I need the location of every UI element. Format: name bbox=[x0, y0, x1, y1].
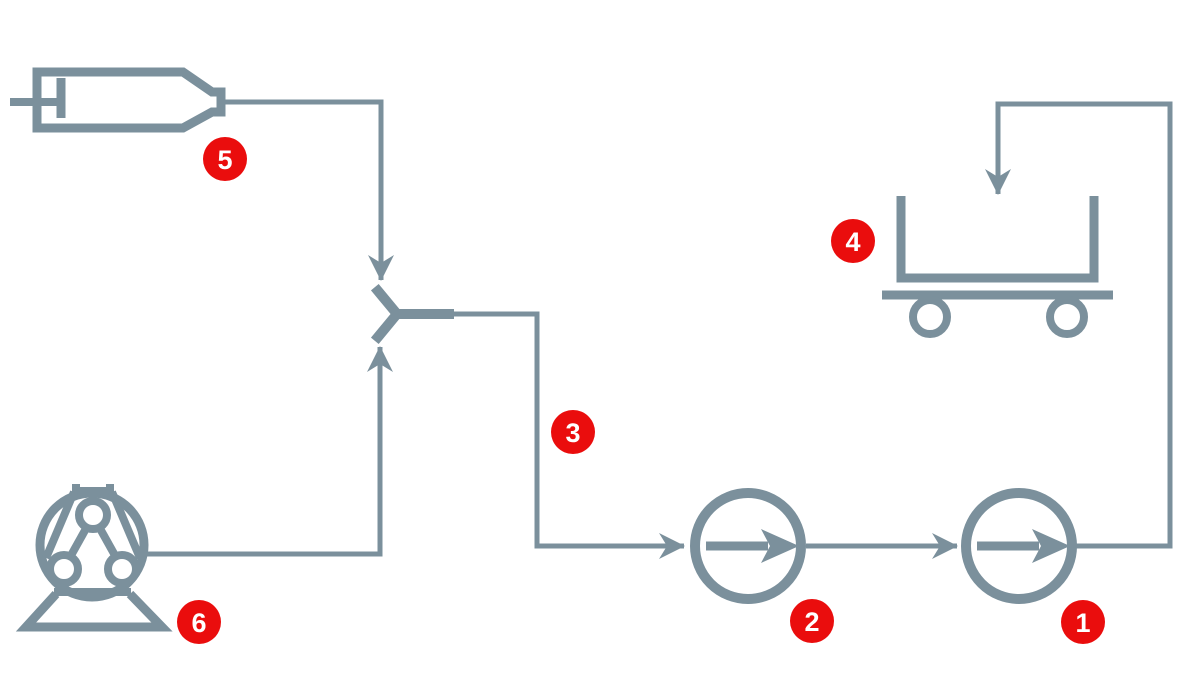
badge-2-label: 2 bbox=[804, 607, 819, 637]
flow-circle-2-icon bbox=[690, 488, 806, 604]
badge-3-circle bbox=[551, 410, 595, 454]
pump-stand bbox=[15, 590, 173, 632]
badge-6-circle bbox=[177, 600, 221, 644]
cart-tub bbox=[896, 196, 1099, 283]
badge-1: 1 bbox=[1061, 600, 1105, 644]
syringe-icon bbox=[10, 67, 226, 133]
cart-wheel-right bbox=[1046, 296, 1088, 338]
pump-rotor-right-slant bbox=[108, 490, 144, 560]
cart-wheel-left bbox=[909, 296, 951, 338]
pump-icon bbox=[15, 484, 173, 632]
pump-roller-right bbox=[104, 551, 140, 587]
flow-circle-1-arrow-head bbox=[1032, 529, 1070, 563]
badge-5-circle bbox=[203, 137, 247, 181]
badge-4-circle bbox=[831, 219, 875, 263]
badge-6-label: 6 bbox=[191, 608, 206, 638]
flow-circle-2-arrow-head bbox=[761, 529, 799, 563]
badge-2-circle bbox=[790, 599, 834, 643]
badge-5: 5 bbox=[203, 137, 247, 181]
badge-6: 6 bbox=[177, 600, 221, 644]
badge-3-label: 3 bbox=[565, 418, 580, 448]
pump-roller-top bbox=[75, 497, 111, 533]
badge-4-label: 4 bbox=[845, 227, 860, 257]
tubing-junction-to-flow-circle-2 bbox=[453, 311, 685, 559]
pump-roller-left bbox=[46, 551, 82, 587]
tubing-syringe-to-junction bbox=[224, 99, 394, 281]
tubing-flow-circle-1-to-cart bbox=[985, 101, 1173, 549]
flow-circle-1-icon bbox=[961, 488, 1077, 604]
syringe-barrel bbox=[32, 67, 226, 133]
badge-1-circle bbox=[1061, 600, 1105, 644]
tubing-pump-to-junction bbox=[146, 346, 393, 557]
badge-1-label: 1 bbox=[1075, 608, 1090, 638]
badge-2: 2 bbox=[790, 599, 834, 643]
badge-3: 3 bbox=[551, 410, 595, 454]
y-connector-icon bbox=[370, 283, 454, 345]
pump-rotor-left-slant bbox=[42, 490, 78, 560]
cart-icon bbox=[882, 196, 1113, 338]
badge-5-label: 5 bbox=[217, 145, 232, 175]
badge-4: 4 bbox=[831, 219, 875, 263]
